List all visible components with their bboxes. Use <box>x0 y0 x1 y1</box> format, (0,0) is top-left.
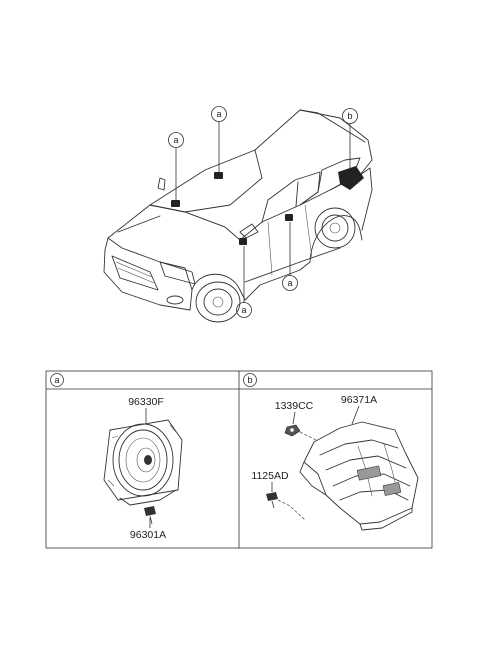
speaker-marker-rear-door <box>285 214 293 221</box>
svg-text:b: b <box>247 375 252 385</box>
amplifier-cover-icon <box>299 421 419 531</box>
svg-text:a: a <box>173 135 178 145</box>
screw-icon-1125AD <box>266 492 278 509</box>
leader-96371A <box>351 405 360 425</box>
detail-panels-frame <box>45 370 433 549</box>
svg-text:a: a <box>216 109 221 119</box>
callout-a-roof: a <box>211 106 227 122</box>
part-label-1125AD: 1125AD <box>251 470 289 482</box>
speaker-marker-front-door <box>239 238 247 245</box>
svg-text:a: a <box>241 305 246 315</box>
callout-a-front-door: a <box>236 302 252 318</box>
speaker-icon <box>103 419 183 506</box>
speaker-marker-roof <box>214 172 223 179</box>
speaker-marker-dash <box>171 200 180 207</box>
part-label-96330F: 96330F <box>128 396 164 408</box>
nut-icon <box>284 424 301 437</box>
svg-text:b: b <box>347 111 352 121</box>
panel-a-header: a <box>50 373 64 387</box>
amplifier-marker <box>338 166 364 190</box>
part-label-96301A: 96301A <box>130 529 166 541</box>
panel-b-header: b <box>243 373 257 387</box>
leader-1339CC <box>292 411 296 425</box>
callout-b-rear: b <box>342 108 358 124</box>
callout-a-dash: a <box>168 132 184 148</box>
svg-text:a: a <box>287 278 292 288</box>
screw-icon <box>144 506 156 525</box>
callout-leaders <box>175 121 351 303</box>
part-label-96371A: 96371A <box>341 394 377 406</box>
callout-a-rear-door: a <box>282 275 298 291</box>
svg-text:a: a <box>54 375 59 385</box>
car-illustration <box>103 109 373 323</box>
part-label-1339CC: 1339CC <box>275 400 314 412</box>
